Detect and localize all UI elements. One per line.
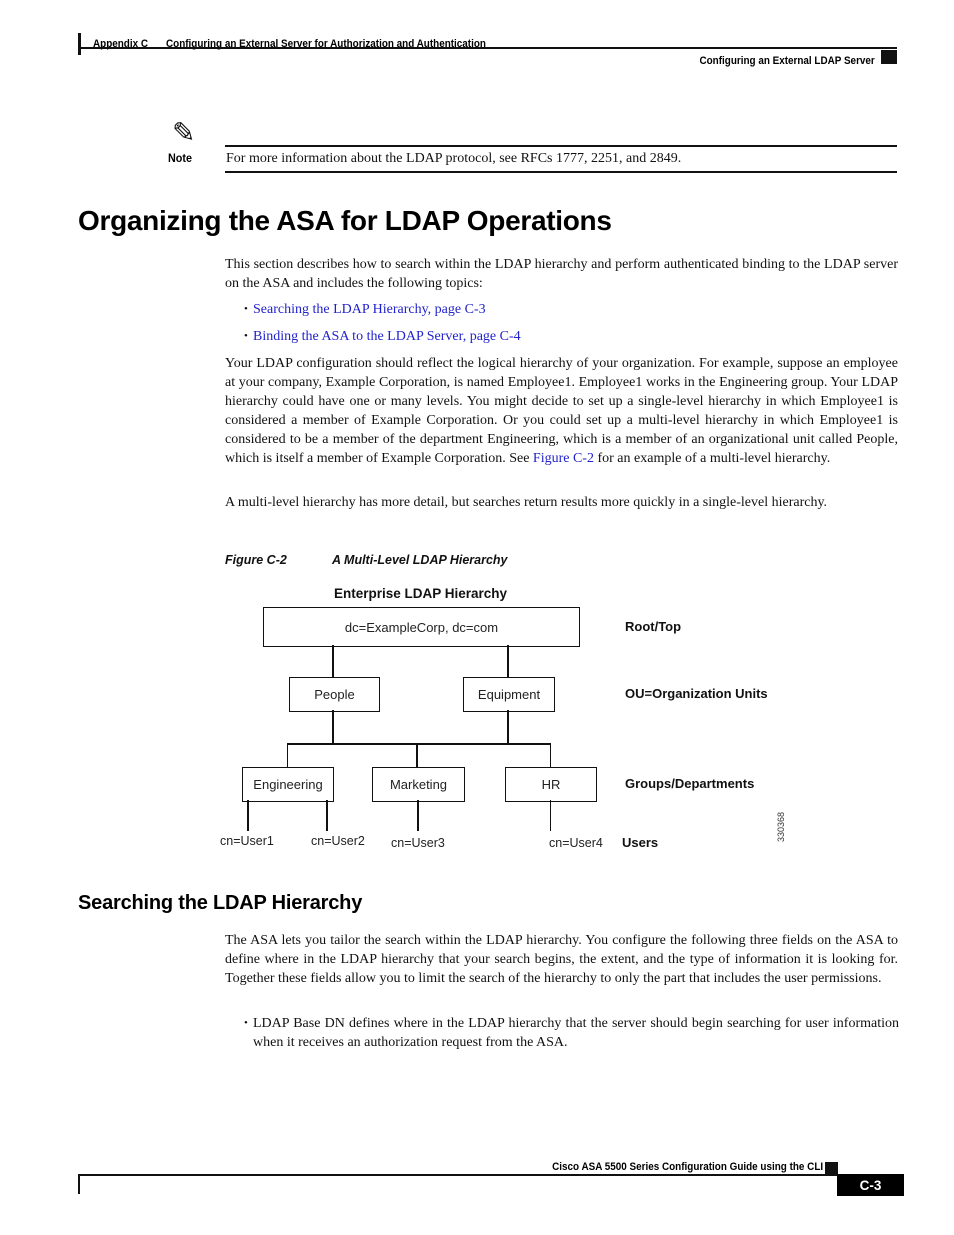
node-marketing-label: Marketing [389, 777, 448, 792]
diagram-title: Enterprise LDAP Hierarchy [333, 586, 508, 601]
toc-list: • Searching the LDAP Hierarchy, page C-3… [244, 300, 884, 346]
bullet-dot: • [244, 330, 248, 342]
footer-marker-square [825, 1162, 838, 1175]
list-item: • LDAP Base DN defines where in the LDAP… [244, 1014, 899, 1052]
user-label-3: cn=User3 [391, 836, 445, 850]
node-box-marketing: Marketing [372, 767, 465, 802]
figure-c2-link[interactable]: Figure C-2 [532, 451, 594, 466]
connector-line [416, 743, 418, 767]
toc-link-searching[interactable]: Searching the LDAP Hierarchy, page C-3 [253, 302, 486, 317]
connector-line [417, 800, 419, 831]
bullet-dot: • [244, 303, 248, 315]
node-hr-label: HR [541, 777, 561, 792]
ldap-basedn-bullet: LDAP Base DN defines where in the LDAP h… [253, 1016, 899, 1050]
node-box-equipment: Equipment [463, 677, 555, 712]
section-heading-wrap: Organizing the ASA for LDAP Operations [78, 205, 612, 237]
node-root-label: dc=ExampleCorp, dc=com [344, 619, 499, 635]
footer-guide-wrap: Cisco ASA 5500 Series Configuration Guid… [522, 1157, 823, 1175]
node-engineering-label: Engineering [253, 777, 323, 792]
pencil-icon: ✎ [172, 118, 196, 149]
list-item: • Binding the ASA to the LDAP Server, pa… [244, 327, 884, 346]
header-marker-square [881, 50, 897, 64]
node-people-label: People [314, 687, 355, 702]
hierarchy-paragraph: Your LDAP configuration should reflect t… [225, 354, 898, 468]
connector-line [507, 710, 509, 744]
footer-left-tick [78, 1174, 80, 1194]
connector-line [549, 743, 551, 767]
connector-bus-line [287, 743, 551, 745]
figure-title: A Multi-Level LDAP Hierarchy [332, 553, 508, 567]
connector-line [332, 645, 334, 677]
page-number-badge: C-3 [837, 1174, 904, 1196]
header-section-title: Configuring an External LDAP Server [699, 55, 875, 67]
footer-guide-title: Cisco ASA 5500 Series Configuration Guid… [551, 1161, 823, 1173]
page-title: Organizing the ASA for LDAP Operations [78, 205, 612, 236]
list-item: • Searching the LDAP Hierarchy, page C-3 [244, 300, 884, 319]
user-label-2: cn=User2 [311, 834, 365, 848]
connector-line [507, 645, 509, 677]
connector-line [549, 800, 551, 831]
note-rule-top [225, 145, 897, 147]
figure-label: Figure C-2 [225, 553, 287, 567]
multilevel-paragraph: A multi-level hierarchy has more detail,… [225, 495, 828, 510]
header-rule [78, 47, 897, 49]
note-label-wrap: Note [168, 149, 195, 167]
side-label-users: Users [622, 835, 659, 850]
node-box-root: dc=ExampleCorp, dc=com [263, 607, 580, 647]
header-section-title-wrap: Configuring an External LDAP Server [680, 51, 875, 69]
note-text: For more information about the LDAP prot… [226, 151, 682, 166]
connector-line [247, 800, 249, 831]
intro-paragraph: This section describes how to search wit… [225, 257, 898, 291]
connector-line [332, 710, 334, 744]
connector-line [286, 743, 288, 767]
subsection-title: Searching the LDAP Hierarchy [78, 892, 363, 914]
node-box-hr: HR [505, 767, 597, 802]
bullet-dot: • [244, 1017, 248, 1029]
note-rule-bottom [225, 171, 897, 173]
subsection-paragraph: The ASA lets you tailor the search withi… [225, 933, 898, 986]
toc-link-binding[interactable]: Binding the ASA to the LDAP Server, page… [253, 329, 521, 344]
subsection-heading-wrap: Searching the LDAP Hierarchy [78, 892, 362, 915]
user-label-4: cn=User4 [549, 836, 603, 850]
node-equipment-label: Equipment [477, 687, 541, 702]
node-box-people: People [289, 677, 380, 712]
header-left-bar [78, 33, 81, 55]
side-label-org-units: OU=Organization Units [625, 686, 768, 701]
user-label-1: cn=User1 [220, 834, 274, 848]
page-number: C-3 [859, 1177, 882, 1193]
hierarchy-paragraph-after: for an example of a multi-level hierarch… [593, 451, 831, 466]
note-label: Note [168, 151, 193, 165]
side-label-groups: Groups/Departments [625, 776, 755, 791]
ldap-basedn-list: • LDAP Base DN defines where in the LDAP… [244, 1014, 899, 1052]
connector-line [326, 800, 328, 831]
node-box-engineering: Engineering [242, 767, 334, 802]
hierarchy-paragraph-before: Your LDAP configuration should reflect t… [225, 356, 898, 466]
figure-number-vertical: 330368 [776, 811, 787, 843]
footer-rule [78, 1174, 837, 1176]
side-label-root-top: Root/Top [625, 619, 682, 634]
